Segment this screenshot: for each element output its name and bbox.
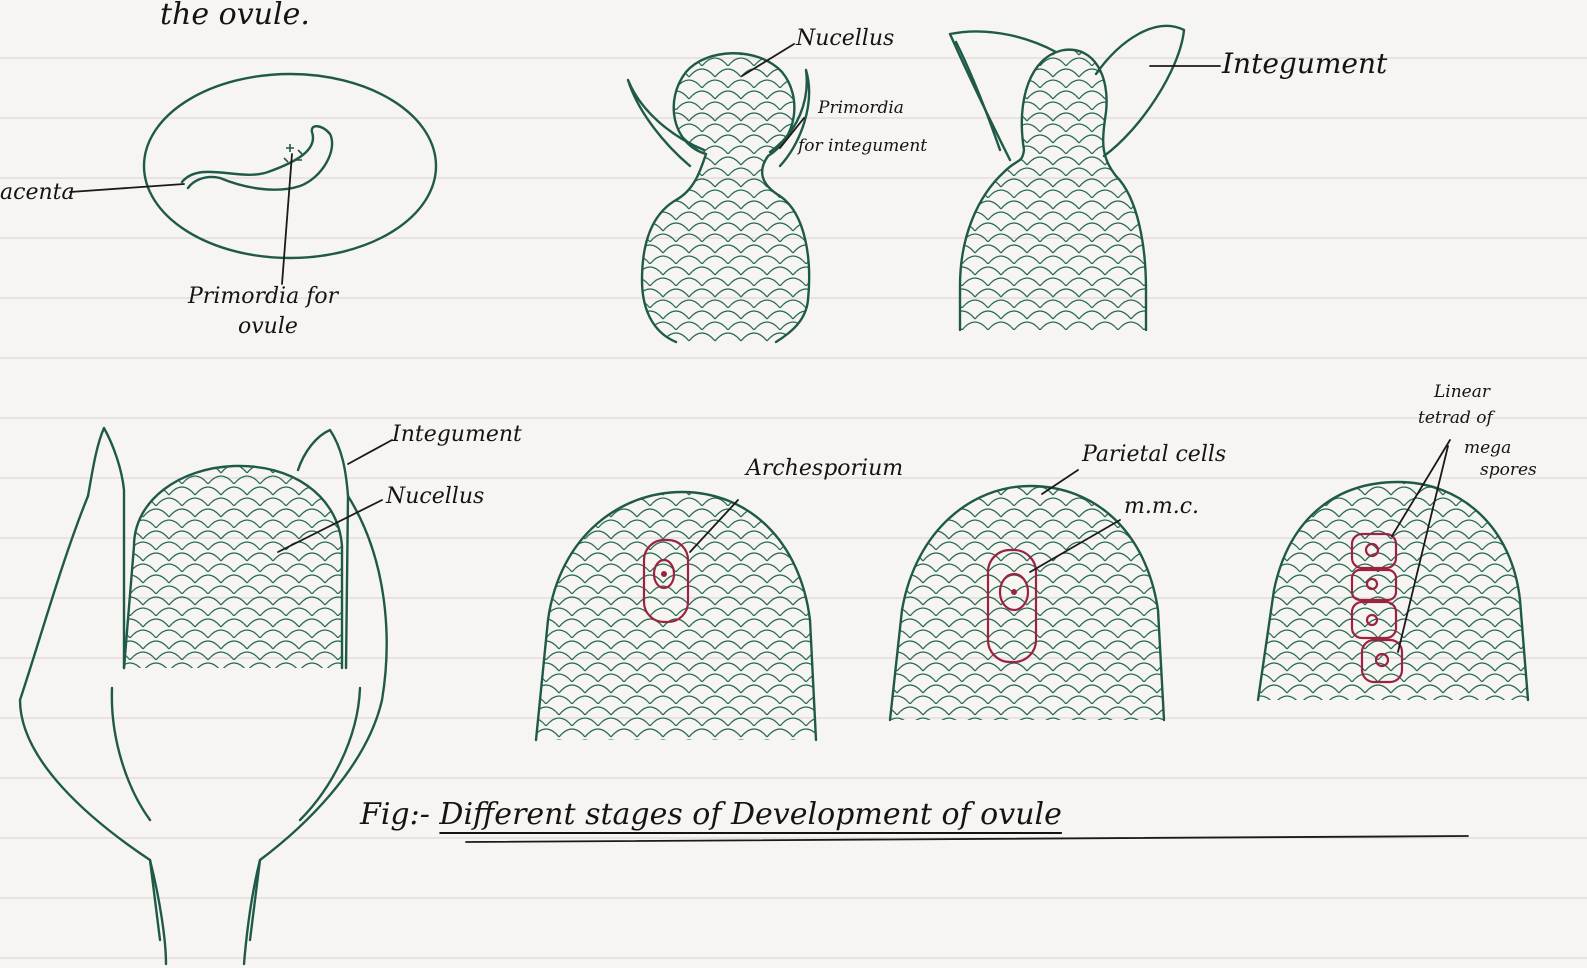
label-parietal-cells: Parietal cells <box>1082 444 1226 466</box>
caption-underline <box>466 836 1468 842</box>
label-tetrad-2: tetrad of <box>1418 410 1493 427</box>
header-fragment: the ovule. <box>160 0 310 30</box>
integument4-leader <box>348 440 392 464</box>
stage6-nucellus <box>890 486 1164 720</box>
stage4-ovule <box>20 428 387 964</box>
primordia-ovule-leader <box>282 154 292 284</box>
label-mmc: m.m.c. <box>1124 496 1199 518</box>
stage2-young-ovule <box>628 53 809 342</box>
placenta-leader <box>70 184 184 192</box>
label-primordia-ovule-2: ovule <box>238 316 298 338</box>
label-primordia-ovule-1: Primordia for <box>188 286 338 308</box>
label-integument-stage3: Integument <box>1222 50 1387 78</box>
label-archesporium: Archesporium <box>746 458 903 480</box>
caption-title: Different stages of Development of ovule <box>439 797 1061 832</box>
label-integument-stage4: Integument <box>392 424 522 446</box>
label-placenta: acenta <box>0 182 75 204</box>
label-primordia-integument-1: Primordia <box>818 100 904 117</box>
label-nucellus-stage2: Nucellus <box>796 28 894 50</box>
stage1-ovary <box>144 74 436 258</box>
label-tetrad-4: spores <box>1480 462 1537 479</box>
label-tetrad-1: Linear <box>1434 384 1490 401</box>
caption-prefix: Fig:- <box>360 797 430 832</box>
stage5-nucellus <box>536 492 816 740</box>
stage7-nucellus <box>1258 482 1528 700</box>
label-tetrad-3: mega <box>1464 440 1511 457</box>
label-primordia-integument-2: for integument <box>798 138 927 155</box>
figure-caption: Fig:- Different stages of Development of… <box>360 800 1062 830</box>
label-nucellus-stage4: Nucellus <box>386 486 484 508</box>
